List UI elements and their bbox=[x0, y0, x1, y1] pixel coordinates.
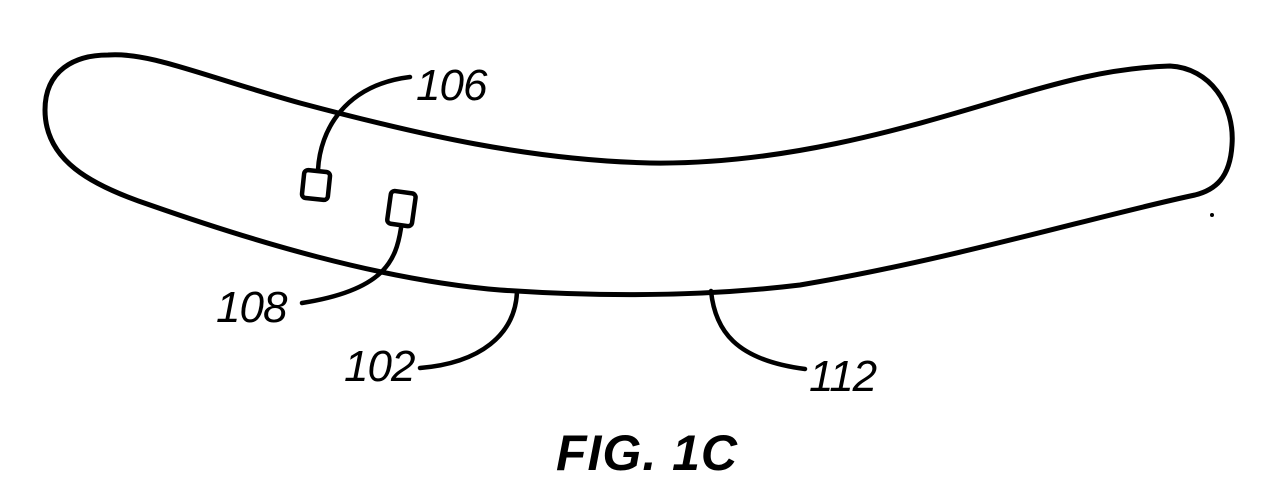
label-108: 108 bbox=[216, 283, 288, 332]
marker-106-square bbox=[299, 167, 333, 203]
leader-line-108 bbox=[299, 225, 404, 306]
leader-line-106 bbox=[315, 74, 413, 173]
marker-108-square bbox=[385, 188, 418, 229]
leader-line-102 bbox=[417, 289, 520, 371]
curved-body-outline bbox=[42, 52, 1235, 298]
label-106: 106 bbox=[416, 61, 488, 110]
leader-line-112 bbox=[708, 288, 808, 372]
label-112: 112 bbox=[809, 352, 877, 401]
figure-caption: FIG. 1C bbox=[556, 425, 738, 481]
label-102: 102 bbox=[344, 342, 415, 391]
stray-dot bbox=[1210, 213, 1214, 217]
